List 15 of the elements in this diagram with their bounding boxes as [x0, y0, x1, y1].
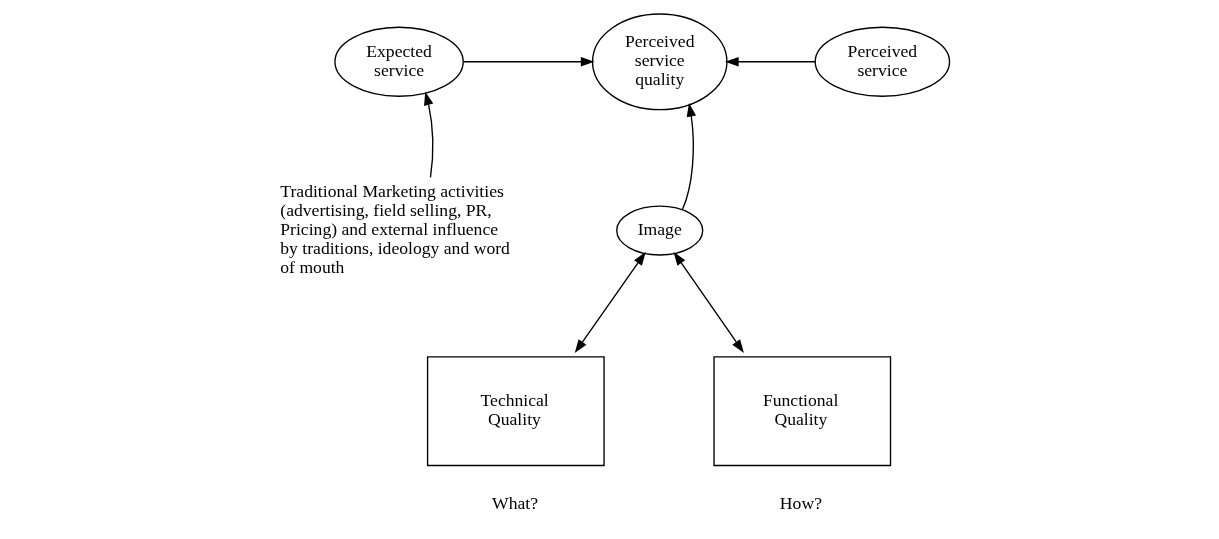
node-box: Technical Quality [426, 356, 605, 467]
arrow [681, 103, 697, 211]
node-text: Traditional Marketing activities (advertising, field selling, PR, Pricing) and external influence by traditions, ideology and word of mouth [280, 181, 510, 278]
node-label: What? [492, 493, 539, 514]
node-box: Functional Quality [713, 356, 892, 467]
node-label: How? [779, 493, 822, 514]
arrow [424, 91, 434, 179]
node-ellipse: Expected service [334, 26, 464, 97]
node-ellipse: Perceived service quality [591, 13, 728, 111]
arrow [463, 57, 595, 67]
arrow [574, 251, 646, 354]
node-ellipse: Image [616, 205, 704, 256]
arrow [725, 57, 816, 67]
arrow [673, 251, 744, 354]
node-ellipse: Perceived service [814, 26, 951, 97]
